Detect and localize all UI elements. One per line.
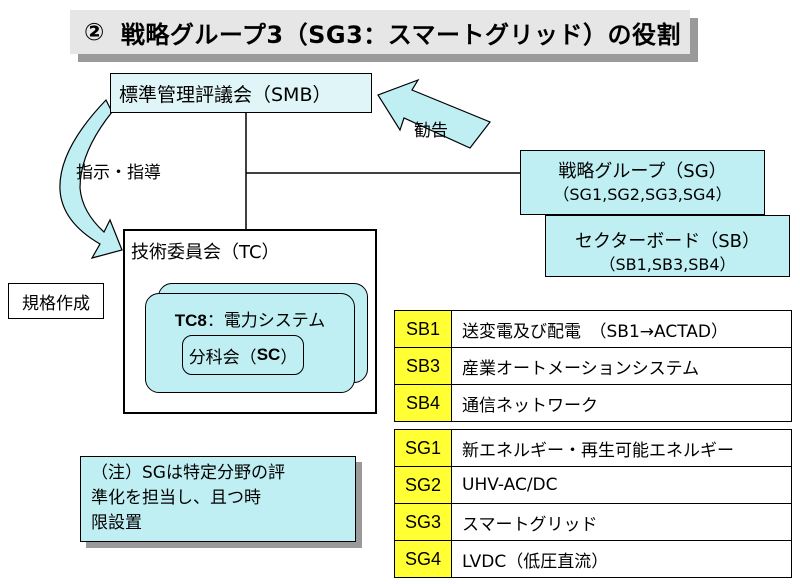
title-number: ②: [84, 18, 105, 46]
sb-desc: 送変電及び配電 （SB1→ACTAD）: [451, 310, 792, 348]
sb-members: （SB1,SB3,SB4）: [599, 255, 736, 274]
sg-code: SG1: [394, 429, 452, 467]
sg-code: SG3: [394, 503, 452, 541]
tc-label: 技術委員会（TC）: [131, 242, 280, 263]
kankoku-label: 勧告: [414, 121, 448, 141]
title-text: 戦略グループ3（SG3：スマートグリッド）の役割: [120, 20, 682, 49]
sb-code: SB4: [394, 384, 452, 422]
tc8-code: TC8: [174, 311, 207, 330]
note-line: 限設置: [91, 513, 142, 533]
sg-members: （SG1,SG2,SG3,SG4）: [553, 184, 732, 204]
kankoku-arrow: [377, 78, 491, 149]
note-line: 準化を担当し、且つ時: [91, 488, 261, 508]
sc-code: SC: [256, 345, 281, 364]
sc-post: ）: [280, 347, 298, 368]
page-title: ② 戦略グループ3（SG3：スマートグリッド）の役割: [70, 10, 690, 54]
shiji-arrow: [59, 98, 123, 259]
sg-desc: 新エネルギー・再生可能エネルギー: [451, 429, 792, 467]
sb-code: SB1: [394, 310, 452, 348]
sg-node: 戦略グループ（SG） （SG1,SG2,SG3,SG4）: [520, 150, 765, 215]
sg-desc: UHV-AC/DC: [451, 466, 792, 504]
note-box: （注）SGは特定分野の評 準化を担当し、且つ時 限設置: [80, 456, 356, 542]
sb-code: SB3: [394, 347, 452, 385]
tc8-label: TC8：電力システム: [175, 306, 326, 331]
tc8-text: ：電力システム: [206, 311, 326, 331]
sc-pre: 分科会（: [188, 347, 257, 368]
sg-desc: LVDC（低圧直流）: [451, 540, 792, 578]
sb-title: セクターボード（SB）: [574, 231, 761, 252]
kikaku-node: 規格作成: [8, 283, 104, 319]
sg-code: SG4: [394, 540, 452, 578]
sg-code: SG2: [394, 466, 452, 504]
kikaku-label: 規格作成: [22, 293, 90, 314]
sb-node: セクターボード（SB） （SB1,SB3,SB4）: [545, 215, 790, 277]
sc-node: 分科会（SC）: [182, 335, 304, 375]
sg-desc: スマートグリッド: [451, 503, 792, 541]
note-line: （注）SGは特定分野の評: [91, 463, 285, 483]
sb-desc: 通信ネットワーク: [451, 384, 792, 422]
smb-node: 標準管理評議会（SMB）: [110, 73, 372, 113]
shiji-label: 指示・指導: [76, 163, 161, 183]
sb-desc: 産業オートメーションシステム: [451, 347, 792, 385]
smb-label: 標準管理評議会（SMB）: [119, 83, 332, 106]
sg-title: 戦略グループ（SG）: [558, 160, 727, 182]
